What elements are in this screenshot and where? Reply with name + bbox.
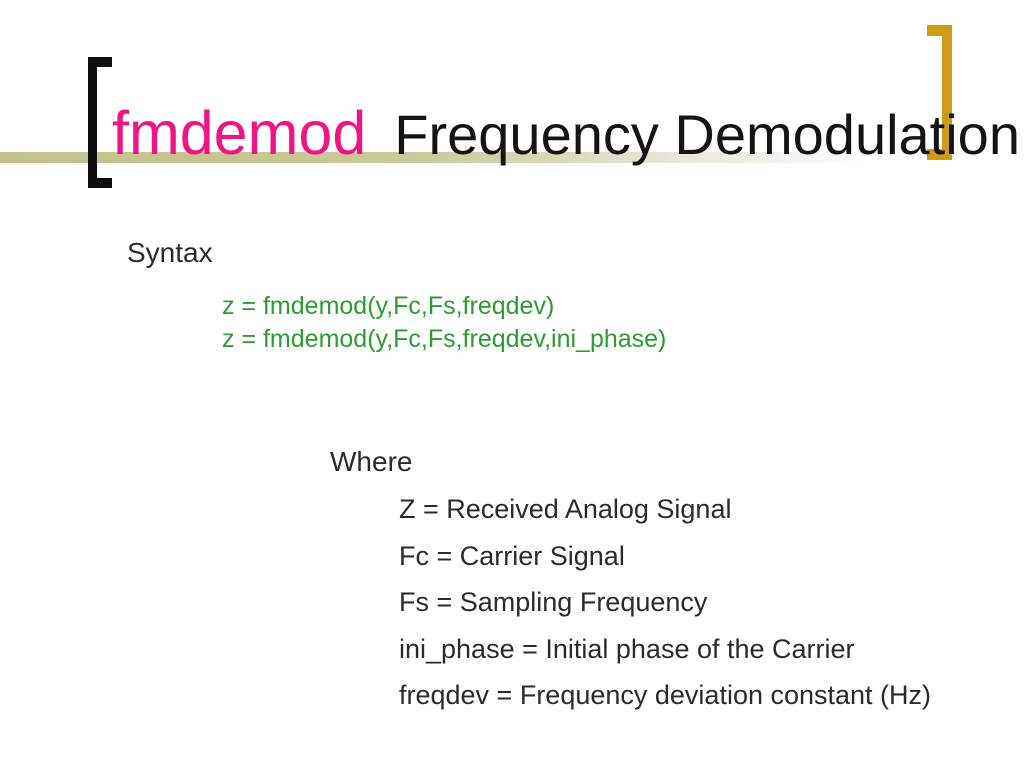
definition-item: Fs = Sampling Frequency (399, 587, 708, 617)
definition-item: freqdev = Frequency deviation constant (… (399, 680, 932, 710)
syntax-heading: Syntax (127, 237, 213, 268)
title-text: Frequency Demodulation (394, 103, 1020, 166)
left-bracket-icon (88, 57, 112, 188)
syntax-code-block: z = fmdemod(y,Fc,Fs,freqdev) z = fmdemod… (222, 290, 666, 356)
title-underline-rule (0, 152, 1024, 163)
code-line: z = fmdemod(y,Fc,Fs,freqdev) (222, 292, 555, 320)
definition-item: Z = Received Analog Signal (399, 494, 732, 524)
code-line: z = fmdemod(y,Fc,Fs,freqdev,ini_phase) (222, 325, 667, 353)
definitions-list: Z = Received Analog Signal Fc = Carrier … (399, 486, 931, 719)
definition-item: Fc = Carrier Signal (399, 540, 625, 571)
title-keyword: fmdemod (112, 99, 367, 167)
right-bracket-icon (927, 25, 952, 160)
where-heading: Where (330, 446, 413, 477)
definition-item: ini_phase = Initial phase of the Carrier (399, 633, 855, 664)
